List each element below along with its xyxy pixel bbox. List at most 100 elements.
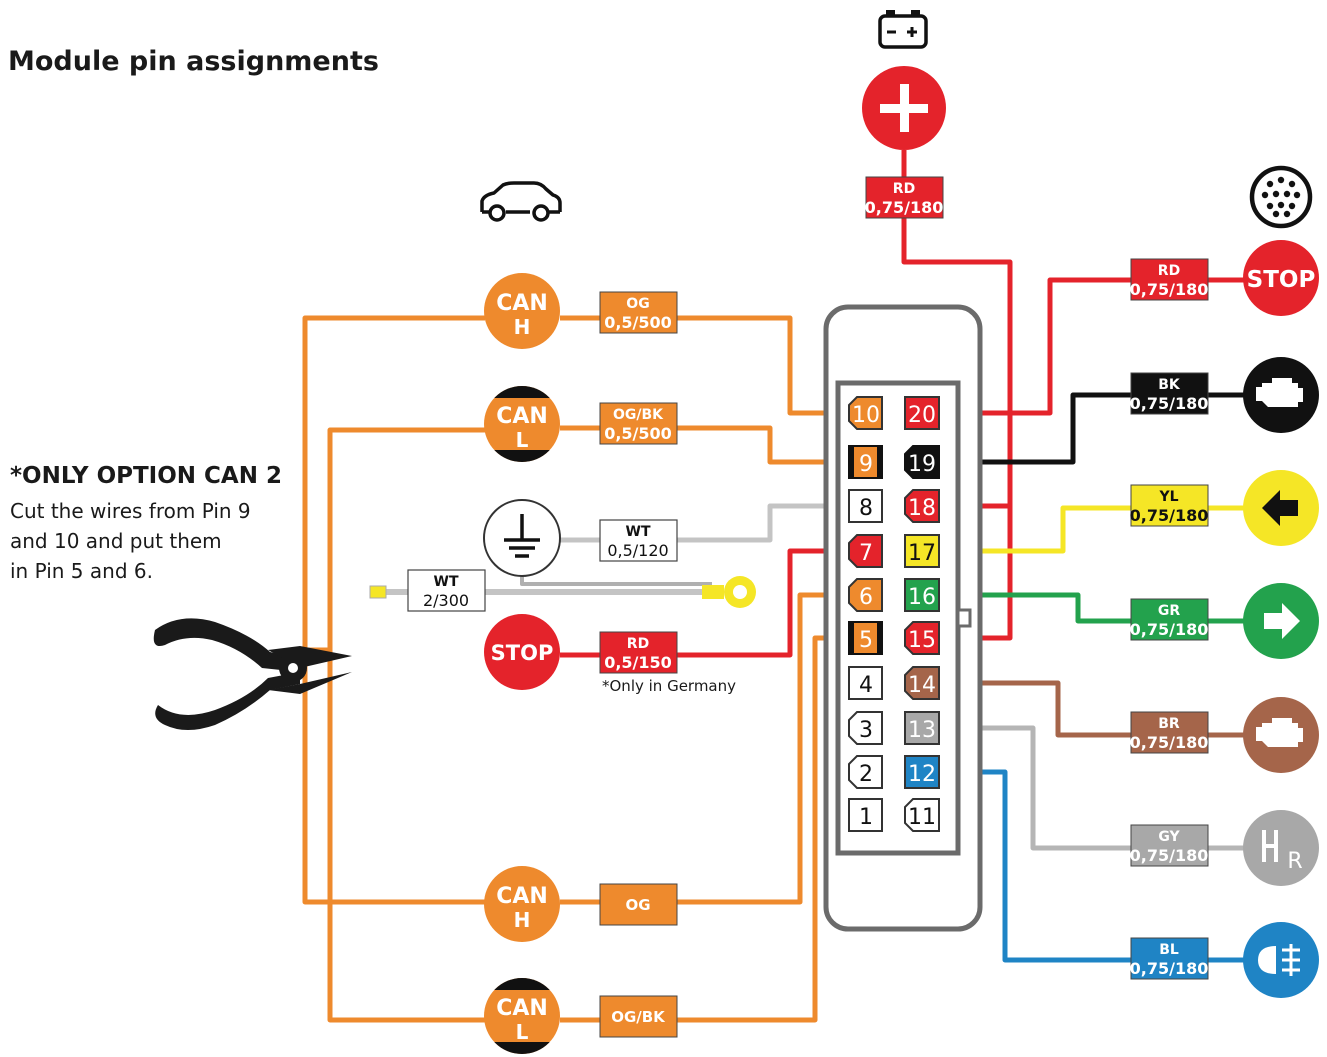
connector-key bbox=[956, 608, 972, 628]
pin-label-16: 16 bbox=[908, 585, 936, 610]
pin-label-10: 10 bbox=[852, 403, 880, 428]
wire-label-engine-brown: BR 0,75/180 bbox=[1130, 711, 1209, 754]
wire-ground-ring bbox=[520, 568, 712, 586]
pin-label-20: 20 bbox=[908, 403, 936, 428]
pin-7: 7 bbox=[848, 534, 883, 568]
pin-label-2: 2 bbox=[859, 762, 873, 787]
wire-can-h-bus-lower bbox=[302, 650, 485, 905]
pin-label-7: 7 bbox=[859, 541, 873, 566]
pin-label-6: 6 bbox=[859, 585, 873, 610]
pin-17: 17 bbox=[904, 534, 940, 568]
battery-icon bbox=[878, 10, 928, 49]
pin-11: 11 bbox=[904, 798, 940, 832]
can-h-bottom-label: CAN bbox=[496, 884, 548, 909]
label-spec: 0,5/120 bbox=[607, 541, 668, 560]
pin-label-17: 17 bbox=[908, 541, 936, 566]
pliers-icon bbox=[153, 618, 352, 730]
can-h-top-label: CAN bbox=[496, 291, 548, 316]
wire-label-stop-left: RD 0,5/150 bbox=[599, 631, 678, 674]
battery-plus-circle bbox=[862, 66, 946, 150]
wire-label-ring-terminal: WT 2/300 bbox=[407, 569, 486, 612]
wire-label-right-turn: GR 0,75/180 bbox=[1130, 598, 1209, 641]
pin-label-3: 3 bbox=[859, 718, 873, 743]
label-code: OG bbox=[625, 896, 650, 914]
note-line-1: Cut the wires from Pin 9 bbox=[10, 499, 251, 523]
car-icon bbox=[480, 181, 562, 222]
note-line-2: and 10 and put them bbox=[10, 529, 222, 553]
engine-brown-circle bbox=[1243, 697, 1319, 773]
label-spec: 0,5/150 bbox=[604, 653, 672, 672]
label-spec: 0,75/180 bbox=[1130, 620, 1209, 639]
pin-15: 15 bbox=[904, 621, 940, 655]
gear-shift-icon bbox=[1262, 830, 1278, 862]
right-turn-circle bbox=[1243, 583, 1319, 659]
can-l-bottom-circle: CAN L bbox=[484, 978, 560, 1054]
stop-left-circle: STOP bbox=[484, 614, 560, 690]
pin-14: 14 bbox=[904, 666, 940, 700]
pin-6: 6 bbox=[848, 578, 883, 612]
wire-label-can-l-top: OG/BK 0,5/500 bbox=[599, 402, 678, 445]
arrow-right-icon bbox=[1264, 603, 1300, 639]
label-code: RD bbox=[627, 636, 649, 652]
wire-pin-5 bbox=[560, 635, 848, 1023]
wire-label-can-h-top: OG 0,5/500 bbox=[599, 291, 678, 334]
label-spec: 0,75/180 bbox=[1130, 506, 1209, 525]
can-l-top-label: CAN bbox=[496, 404, 548, 429]
ground-icon bbox=[504, 514, 540, 558]
pin-2: 2 bbox=[848, 755, 883, 789]
wire-can-l-bus bbox=[327, 427, 485, 1023]
label-code: WT bbox=[626, 524, 651, 540]
label-spec: 2/300 bbox=[423, 591, 469, 610]
can-h-top-circle: CAN H bbox=[484, 273, 560, 349]
note-line-3: in Pin 5 and 6. bbox=[10, 559, 153, 583]
pin-13: 13 bbox=[904, 711, 940, 745]
pin-label-11: 11 bbox=[908, 805, 936, 830]
fog-circle bbox=[1243, 922, 1319, 998]
pins-right: 20 19 18 17 16 15 14 bbox=[904, 396, 940, 832]
pin-5: 5 bbox=[848, 621, 883, 655]
wire-label-can-h-bottom: OG bbox=[599, 883, 678, 926]
wire-label-ground: WT 0,5/120 bbox=[599, 519, 678, 562]
can-h-bottom-circle: CAN H bbox=[484, 866, 560, 942]
label-code: GR bbox=[1158, 603, 1180, 619]
pin-label-13: 13 bbox=[908, 718, 936, 743]
pins-left: 10 9 8 7 6 5 bbox=[848, 396, 883, 832]
arrow-left-icon bbox=[1262, 490, 1298, 526]
fog-light-icon bbox=[1258, 944, 1300, 976]
pin-label-5: 5 bbox=[859, 628, 873, 653]
label-code: YL bbox=[1158, 489, 1178, 505]
label-spec: 0,75/180 bbox=[1130, 959, 1209, 978]
pin-label-8: 8 bbox=[859, 496, 873, 521]
label-code: OG bbox=[626, 296, 649, 312]
pin-9: 9 bbox=[848, 445, 883, 479]
label-spec: 0,75/180 bbox=[1130, 733, 1209, 752]
wire-label-fog: BL 0,75/180 bbox=[1130, 937, 1209, 980]
label-code: RD bbox=[893, 181, 915, 197]
pin-12: 12 bbox=[904, 755, 940, 789]
left-turn-circle bbox=[1243, 470, 1319, 546]
label-spec: 0,75/180 bbox=[865, 198, 944, 217]
label-spec: 0,75/180 bbox=[1130, 394, 1209, 413]
wire-label-engine-black: BK 0,75/180 bbox=[1130, 372, 1209, 415]
wire-label-reverse: GY 0,75/180 bbox=[1130, 824, 1209, 867]
wire-label-battery: RD 0,75/180 bbox=[865, 176, 944, 219]
stop-right-circle: STOP bbox=[1243, 240, 1319, 316]
pin-label-1: 1 bbox=[859, 805, 873, 830]
pin-18: 18 bbox=[904, 489, 940, 523]
connector-housing bbox=[823, 304, 983, 932]
note-heading: *ONLY OPTION CAN 2 bbox=[10, 463, 282, 489]
plus-icon bbox=[880, 84, 928, 132]
reverse-circle: R bbox=[1243, 810, 1319, 886]
label-code: OG/BK bbox=[613, 407, 664, 423]
stop-left-label: STOP bbox=[491, 641, 554, 665]
label-code: BL bbox=[1159, 942, 1179, 958]
pin-label-12: 12 bbox=[908, 762, 936, 787]
stop-right-label: STOP bbox=[1247, 267, 1316, 293]
engine-icon bbox=[1256, 378, 1303, 407]
pin-label-15: 15 bbox=[908, 628, 936, 653]
can-l-bottom-label: CAN bbox=[496, 996, 548, 1021]
can-h-top-sub: H bbox=[514, 315, 531, 339]
pin-label-4: 4 bbox=[859, 673, 873, 698]
label-spec: 0,5/500 bbox=[604, 424, 672, 443]
